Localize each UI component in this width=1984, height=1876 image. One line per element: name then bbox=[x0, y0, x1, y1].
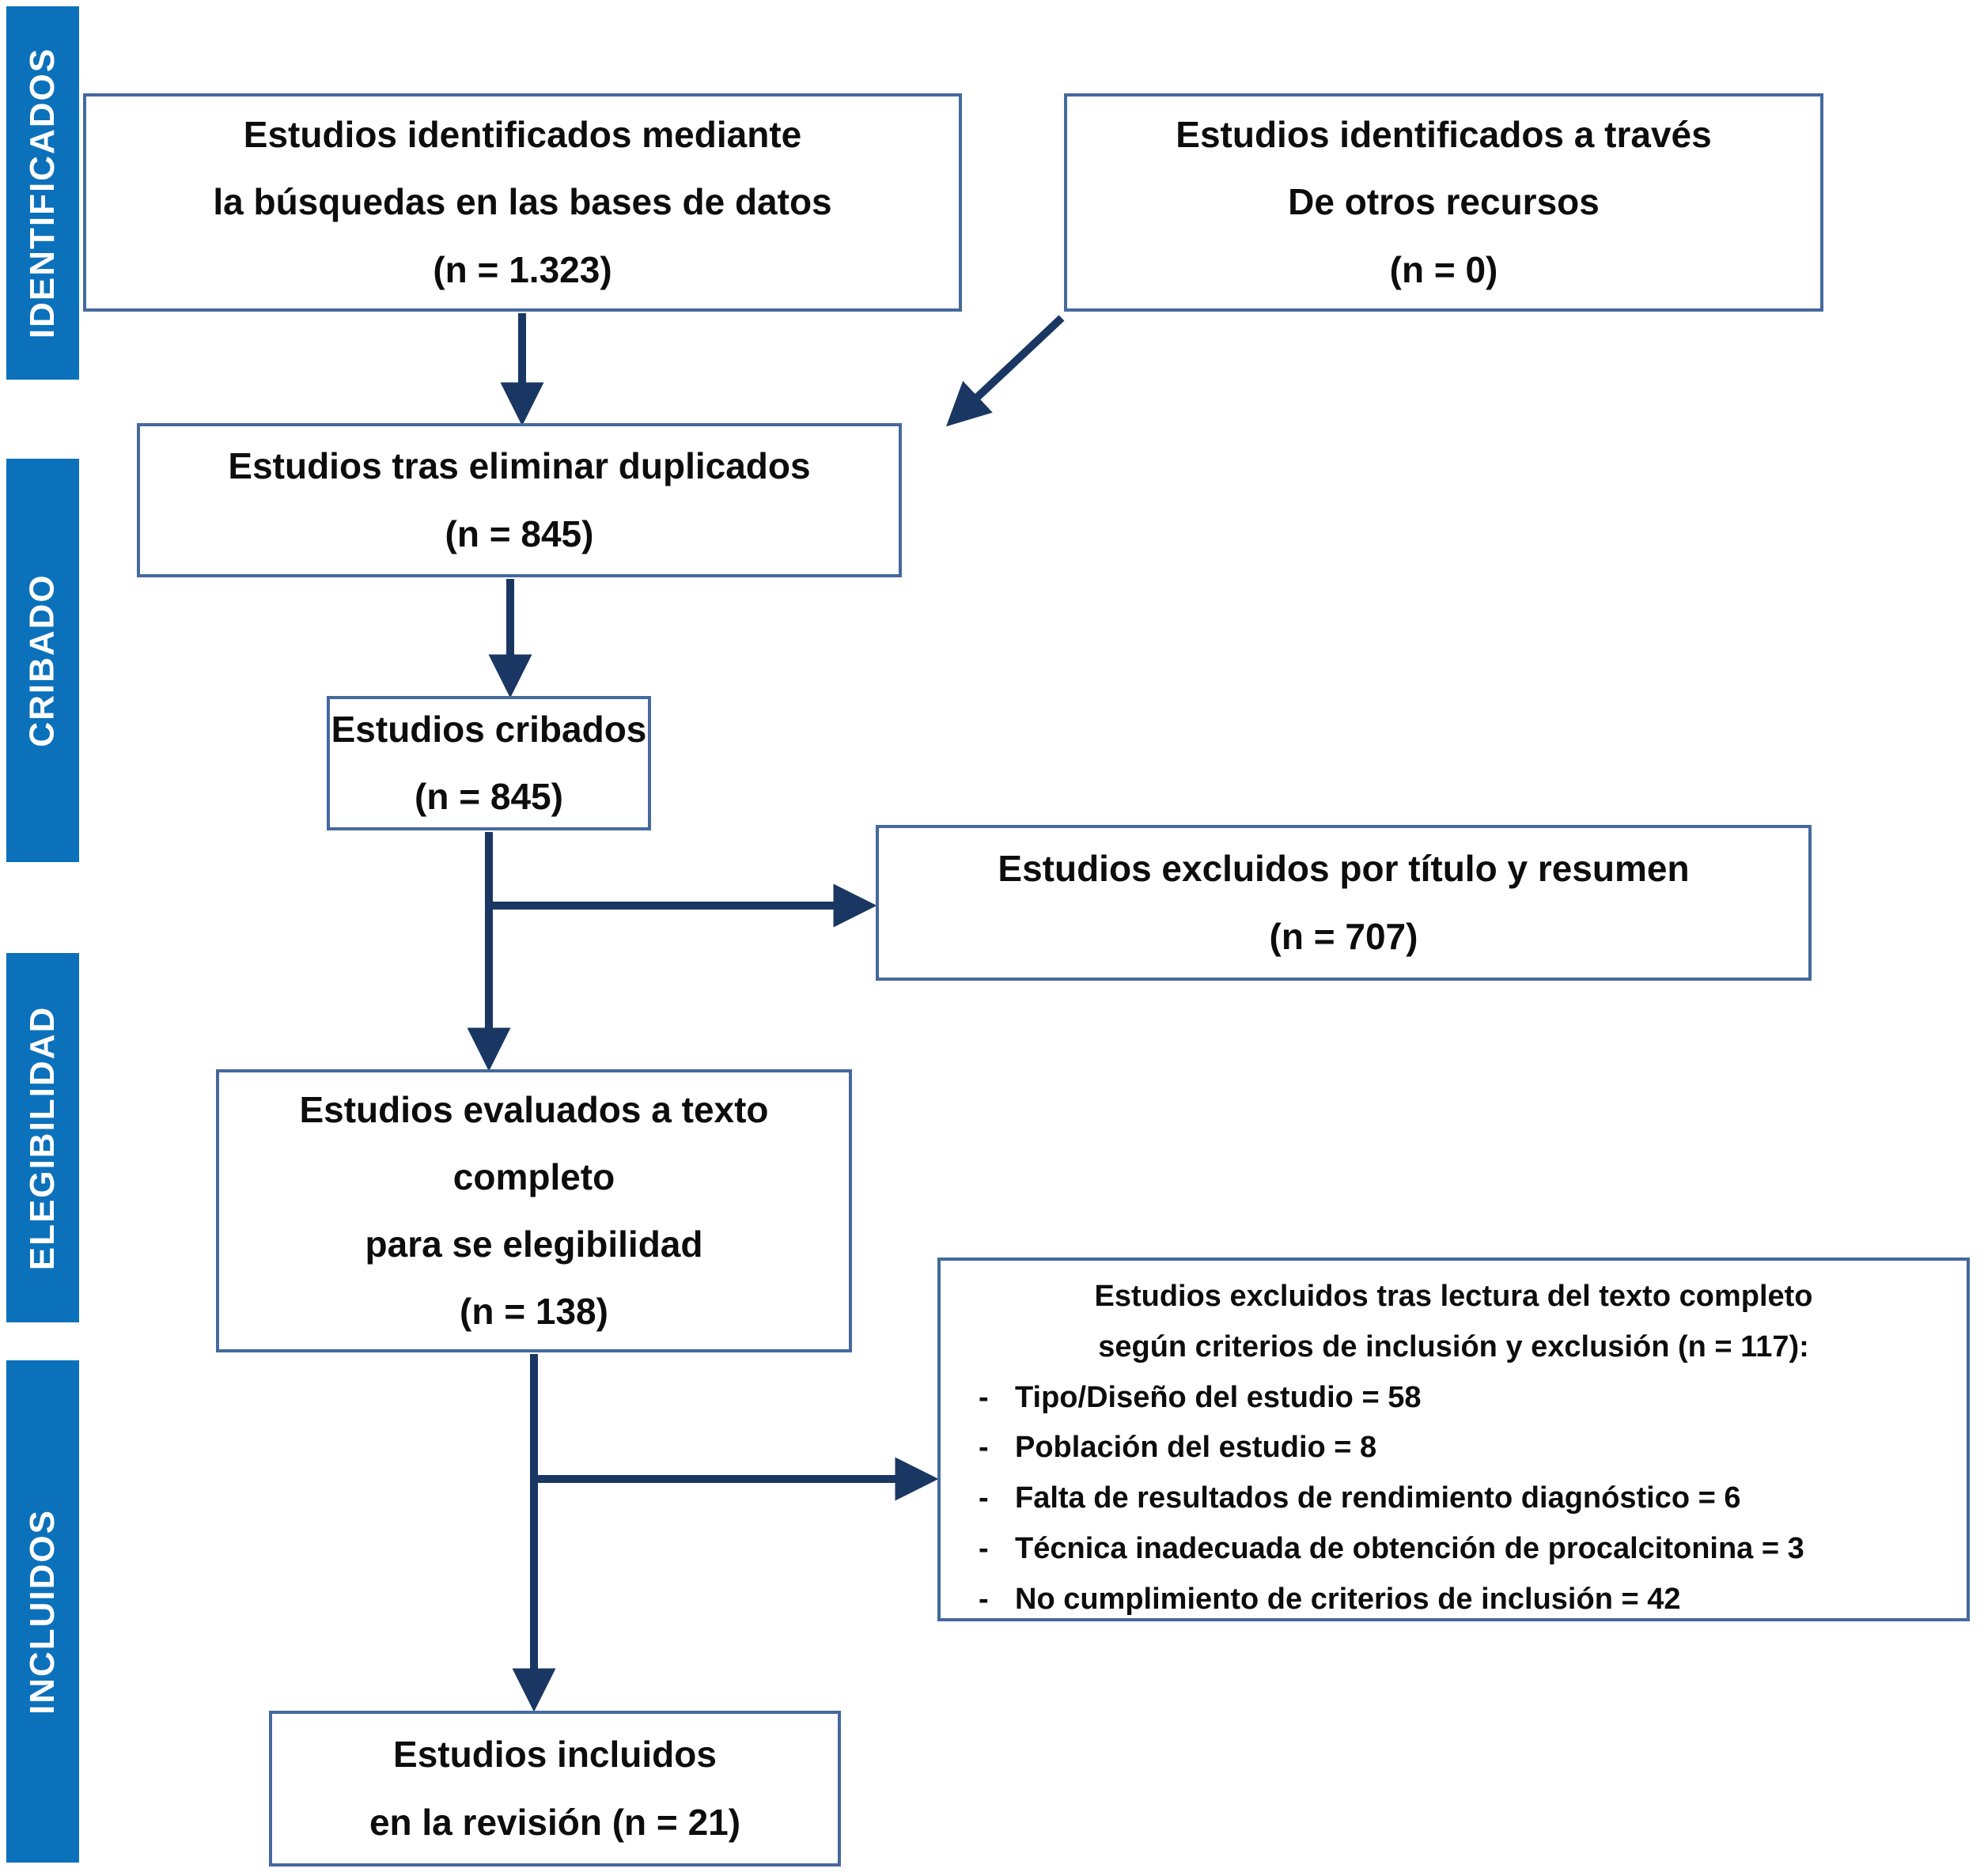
box-line: (n = 0) bbox=[1389, 248, 1498, 290]
excluded-reason-item: - Técnica inadecuada de obtención de pro… bbox=[956, 1524, 1951, 1575]
excluded-reason-text: Falta de resultados de rendimiento diagn… bbox=[1015, 1481, 1741, 1515]
sidebar-section-identificados: IDENTIFICADOS bbox=[6, 6, 79, 380]
box-line: completo bbox=[452, 1155, 615, 1197]
box-line: Estudios identificados a través bbox=[1176, 114, 1712, 156]
box-line: (n = 138) bbox=[460, 1291, 608, 1333]
bullet-dash: - bbox=[979, 1380, 989, 1414]
excluded-fulltext-title-line: según criterios de inclusión y exclusión… bbox=[1098, 1329, 1809, 1364]
box-line: Estudios cribados bbox=[331, 708, 647, 750]
excluded-reason-text: No cumplimiento de criterios de inclusió… bbox=[1015, 1582, 1681, 1616]
excluded-reason-text: Tipo/Diseño del estudio = 58 bbox=[1015, 1380, 1422, 1414]
box-fulltext-assessed: Estudios evaluados a texto completo para… bbox=[216, 1069, 852, 1352]
bullet-dash: - bbox=[979, 1481, 989, 1515]
box-line: en la revisión (n = 21) bbox=[369, 1801, 741, 1843]
box-identified-databases: Estudios identificados mediante la búsqu… bbox=[83, 93, 962, 312]
box-line: De otros recursos bbox=[1288, 181, 1600, 223]
box-included-in-review: Estudios incluidos en la revisión (n = 2… bbox=[269, 1711, 841, 1867]
excluded-reason-text: Población del estudio = 8 bbox=[1015, 1431, 1377, 1465]
box-line: Estudios tras eliminar duplicados bbox=[228, 445, 811, 487]
sidebar-section-cribado: CRIBADO bbox=[6, 459, 79, 862]
box-line: la búsquedas en las bases de datos bbox=[213, 181, 832, 223]
sidebar-section-incluidos: INCLUIDOS bbox=[6, 1360, 79, 1863]
excluded-reason-item: - Tipo/Diseño del estudio = 58 bbox=[956, 1373, 1951, 1424]
excluded-reason-item: - Población del estudio = 8 bbox=[956, 1423, 1951, 1473]
excluded-reason-text: Técnica inadecuada de obtención de proca… bbox=[1015, 1532, 1804, 1566]
box-line: Estudios excluidos por título y resumen bbox=[998, 848, 1690, 890]
box-line: (n = 707) bbox=[1269, 915, 1418, 957]
box-line: Estudios evaluados a texto bbox=[299, 1088, 769, 1130]
bullet-dash: - bbox=[979, 1431, 989, 1465]
box-line: para se elegibilidad bbox=[365, 1224, 703, 1265]
box-identified-other-sources: Estudios identificados a través De otros… bbox=[1064, 93, 1823, 312]
excluded-reason-item: - No cumplimiento de criterios de inclus… bbox=[956, 1575, 1951, 1625]
box-line: (n = 845) bbox=[415, 776, 563, 817]
bullet-dash: - bbox=[979, 1532, 989, 1566]
box-excluded-fulltext: Estudios excluidos tras lectura del text… bbox=[937, 1258, 1970, 1621]
bullet-dash: - bbox=[979, 1582, 989, 1616]
arrow-other-sources-to-duplicates bbox=[945, 315, 1065, 427]
box-after-duplicates-removed: Estudios tras eliminar duplicados (n = 8… bbox=[137, 423, 902, 577]
excluded-reason-item: - Falta de resultados de rendimiento dia… bbox=[956, 1473, 1951, 1524]
box-line: Estudios identificados mediante bbox=[243, 114, 802, 156]
box-line: (n = 1.323) bbox=[433, 248, 612, 290]
box-line: (n = 845) bbox=[445, 512, 594, 554]
excluded-fulltext-title-line: Estudios excluidos tras lectura del text… bbox=[1094, 1280, 1813, 1313]
box-line: Estudios incluidos bbox=[393, 1734, 717, 1776]
box-excluded-title-abstract: Estudios excluidos por título y resumen … bbox=[876, 825, 1812, 981]
box-studies-screened: Estudios cribados (n = 845) bbox=[327, 696, 651, 830]
sidebar-section-elegibilidad: ELEGIBILIDAD bbox=[6, 953, 79, 1322]
